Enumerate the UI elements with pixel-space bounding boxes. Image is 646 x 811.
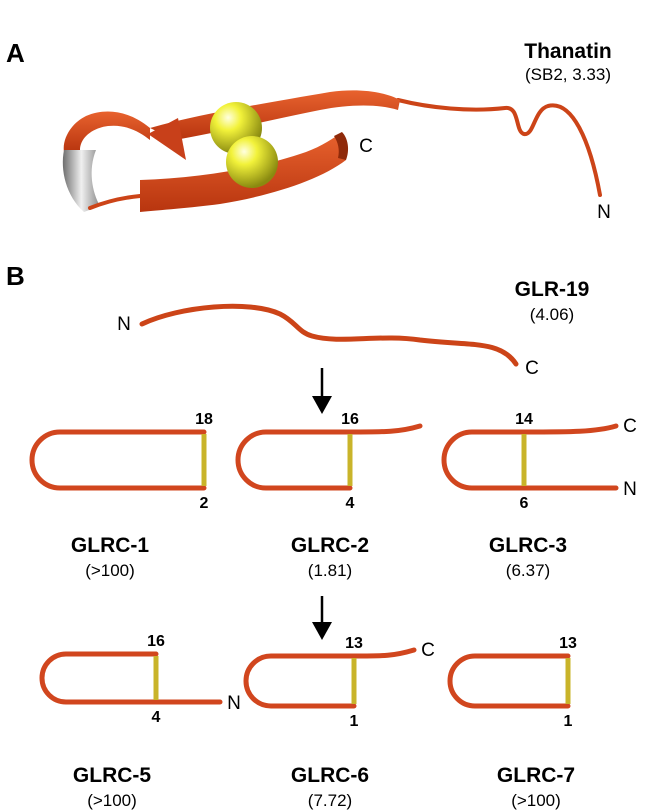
peptide-value: (1.81) <box>308 561 352 580</box>
hairpin-top-tail <box>347 423 423 435</box>
down-arrow-icon <box>312 596 332 640</box>
linear-peptide-backbone <box>139 303 519 367</box>
peptide-name: GLRC-3 <box>489 534 567 557</box>
cyclic-peptide-glrc-3: 14 6 C N GLRC-3 (6.37) <box>441 411 637 580</box>
peptide-value: (>100) <box>85 561 135 580</box>
hairpin-backbone <box>39 651 159 705</box>
cyclic-peptide-grid: 182GLRC-1(>100)164GLRC-2(1.81)146CNGLRC-… <box>29 411 637 810</box>
panel-a-letter: A <box>6 38 25 68</box>
hairpin-backbone <box>29 429 207 491</box>
peptide-name: GLRC-6 <box>291 764 369 787</box>
panel-a-subtitle: (SB2, 3.33) <box>525 65 611 84</box>
thanatin-ribbon <box>62 90 602 212</box>
cyclic-peptide-glrc-5: 16 4 N GLRC-5 (>100) <box>39 633 241 810</box>
panel-a-n-terminus: N <box>597 202 611 223</box>
hairpin-backbone <box>243 653 357 709</box>
panel-b-letter: B <box>6 261 25 291</box>
panel-a: A Thanatin (SB2, 3.33) C N <box>6 38 612 223</box>
linear-peptide-n-terminus: N <box>117 314 131 335</box>
hairpin-top-tail <box>521 423 619 435</box>
panel-a-title: Thanatin <box>524 40 612 63</box>
peptide-name: GLRC-1 <box>71 534 149 557</box>
bottom-residue-number: 1 <box>564 713 573 730</box>
panel-b-title: GLR-19 <box>515 278 590 301</box>
bottom-residue-number: 4 <box>152 709 161 726</box>
bottom-residue-number: 4 <box>346 495 355 512</box>
hairpin-backbone <box>447 653 571 709</box>
top-residue-number: 13 <box>559 635 577 652</box>
c-terminus-label: C <box>623 416 637 437</box>
peptide-name: GLRC-2 <box>291 534 369 557</box>
top-residue-number: 13 <box>345 635 363 652</box>
hairpin-backbone <box>235 429 353 491</box>
panel-b: B GLR-19 (4.06) N C 182GLRC-1(>100)164GL… <box>6 261 637 810</box>
n-terminus-label: N <box>623 479 637 500</box>
bottom-residue-number: 1 <box>350 713 359 730</box>
hairpin-top-tail <box>351 647 417 659</box>
c-terminus-label: C <box>421 640 435 661</box>
top-residue-number: 16 <box>147 633 165 650</box>
top-residue-number: 14 <box>515 411 533 428</box>
peptide-name: GLRC-7 <box>497 764 575 787</box>
hairpin-backbone <box>441 429 527 491</box>
peptide-value: (7.72) <box>308 791 352 810</box>
bottom-residue-number: 2 <box>200 495 209 512</box>
peptide-value: (>100) <box>511 791 561 810</box>
down-arrow-icon <box>312 368 332 414</box>
peptide-value: (>100) <box>87 791 137 810</box>
top-residue-number: 16 <box>341 411 359 428</box>
top-residue-number: 18 <box>195 411 213 428</box>
bottom-residue-number: 6 <box>520 495 529 512</box>
panel-b-subtitle: (4.06) <box>530 305 574 324</box>
panel-a-c-terminus: C <box>359 136 373 157</box>
n-terminus-label: N <box>227 693 241 714</box>
cyclic-peptide-glrc-6: 13 1 C GLRC-6 (7.72) <box>243 635 435 810</box>
peptide-value: (6.37) <box>506 561 550 580</box>
sulfur-sphere-2 <box>226 136 278 188</box>
linear-peptide-c-terminus: C <box>525 358 539 379</box>
peptide-name: GLRC-5 <box>73 764 151 787</box>
